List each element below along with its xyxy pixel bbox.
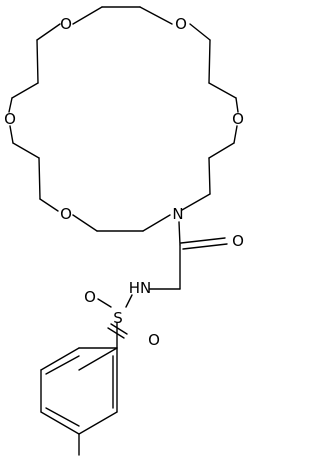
atom-label-sulfonyl-oxygen: O [84,288,96,306]
atom-label-oxygen: O [175,15,187,33]
atom-label-amine: HN [129,279,152,297]
atom-label-sulfur: S [113,309,123,327]
bond [189,23,211,41]
bond [178,221,181,246]
atom-labels: O O O O O N O HN S O O [4,15,244,349]
structure-canvas: O O O O O N O HN S O O [4,6,244,456]
atom-label-oxygen: O [4,110,16,128]
bond [78,411,118,435]
bond [233,125,238,144]
bond [36,39,39,84]
bond [97,298,112,308]
atom-label-sulfonyl-oxygen: O [148,331,160,349]
bond [72,6,103,25]
bond [142,214,171,232]
bond [39,198,59,212]
atom-label-oxygen: O [232,110,244,128]
double-bond [180,237,226,244]
side-chain-bonds [97,221,228,349]
bond [40,411,80,435]
bond [78,347,118,371]
bond [107,327,125,339]
bond [36,23,61,41]
bond [8,97,13,113]
bond [9,125,14,144]
bond [12,142,40,159]
molecule-structure: O O O O O N O HN S O O [4,6,244,456]
atom-label-oxygen: O [60,205,72,223]
bond [72,214,98,232]
bond [139,6,173,25]
tolyl-ring-bonds [40,347,118,456]
bond [208,39,211,84]
bond [235,97,239,113]
bond [110,323,128,335]
bond [125,294,133,308]
bond [208,82,237,99]
double-bond [182,243,228,250]
bond [38,157,41,200]
atom-label-oxygen: O [60,15,72,33]
bond [208,157,211,195]
bond [11,82,39,99]
bond [208,142,235,159]
bond [40,347,80,371]
bond [45,355,80,375]
bond [45,407,80,427]
atom-label-nitrogen: N [172,205,183,223]
bond [181,193,211,211]
crown-ring-bonds [8,6,239,232]
atom-label-carbonyl-oxygen: O [232,232,244,250]
